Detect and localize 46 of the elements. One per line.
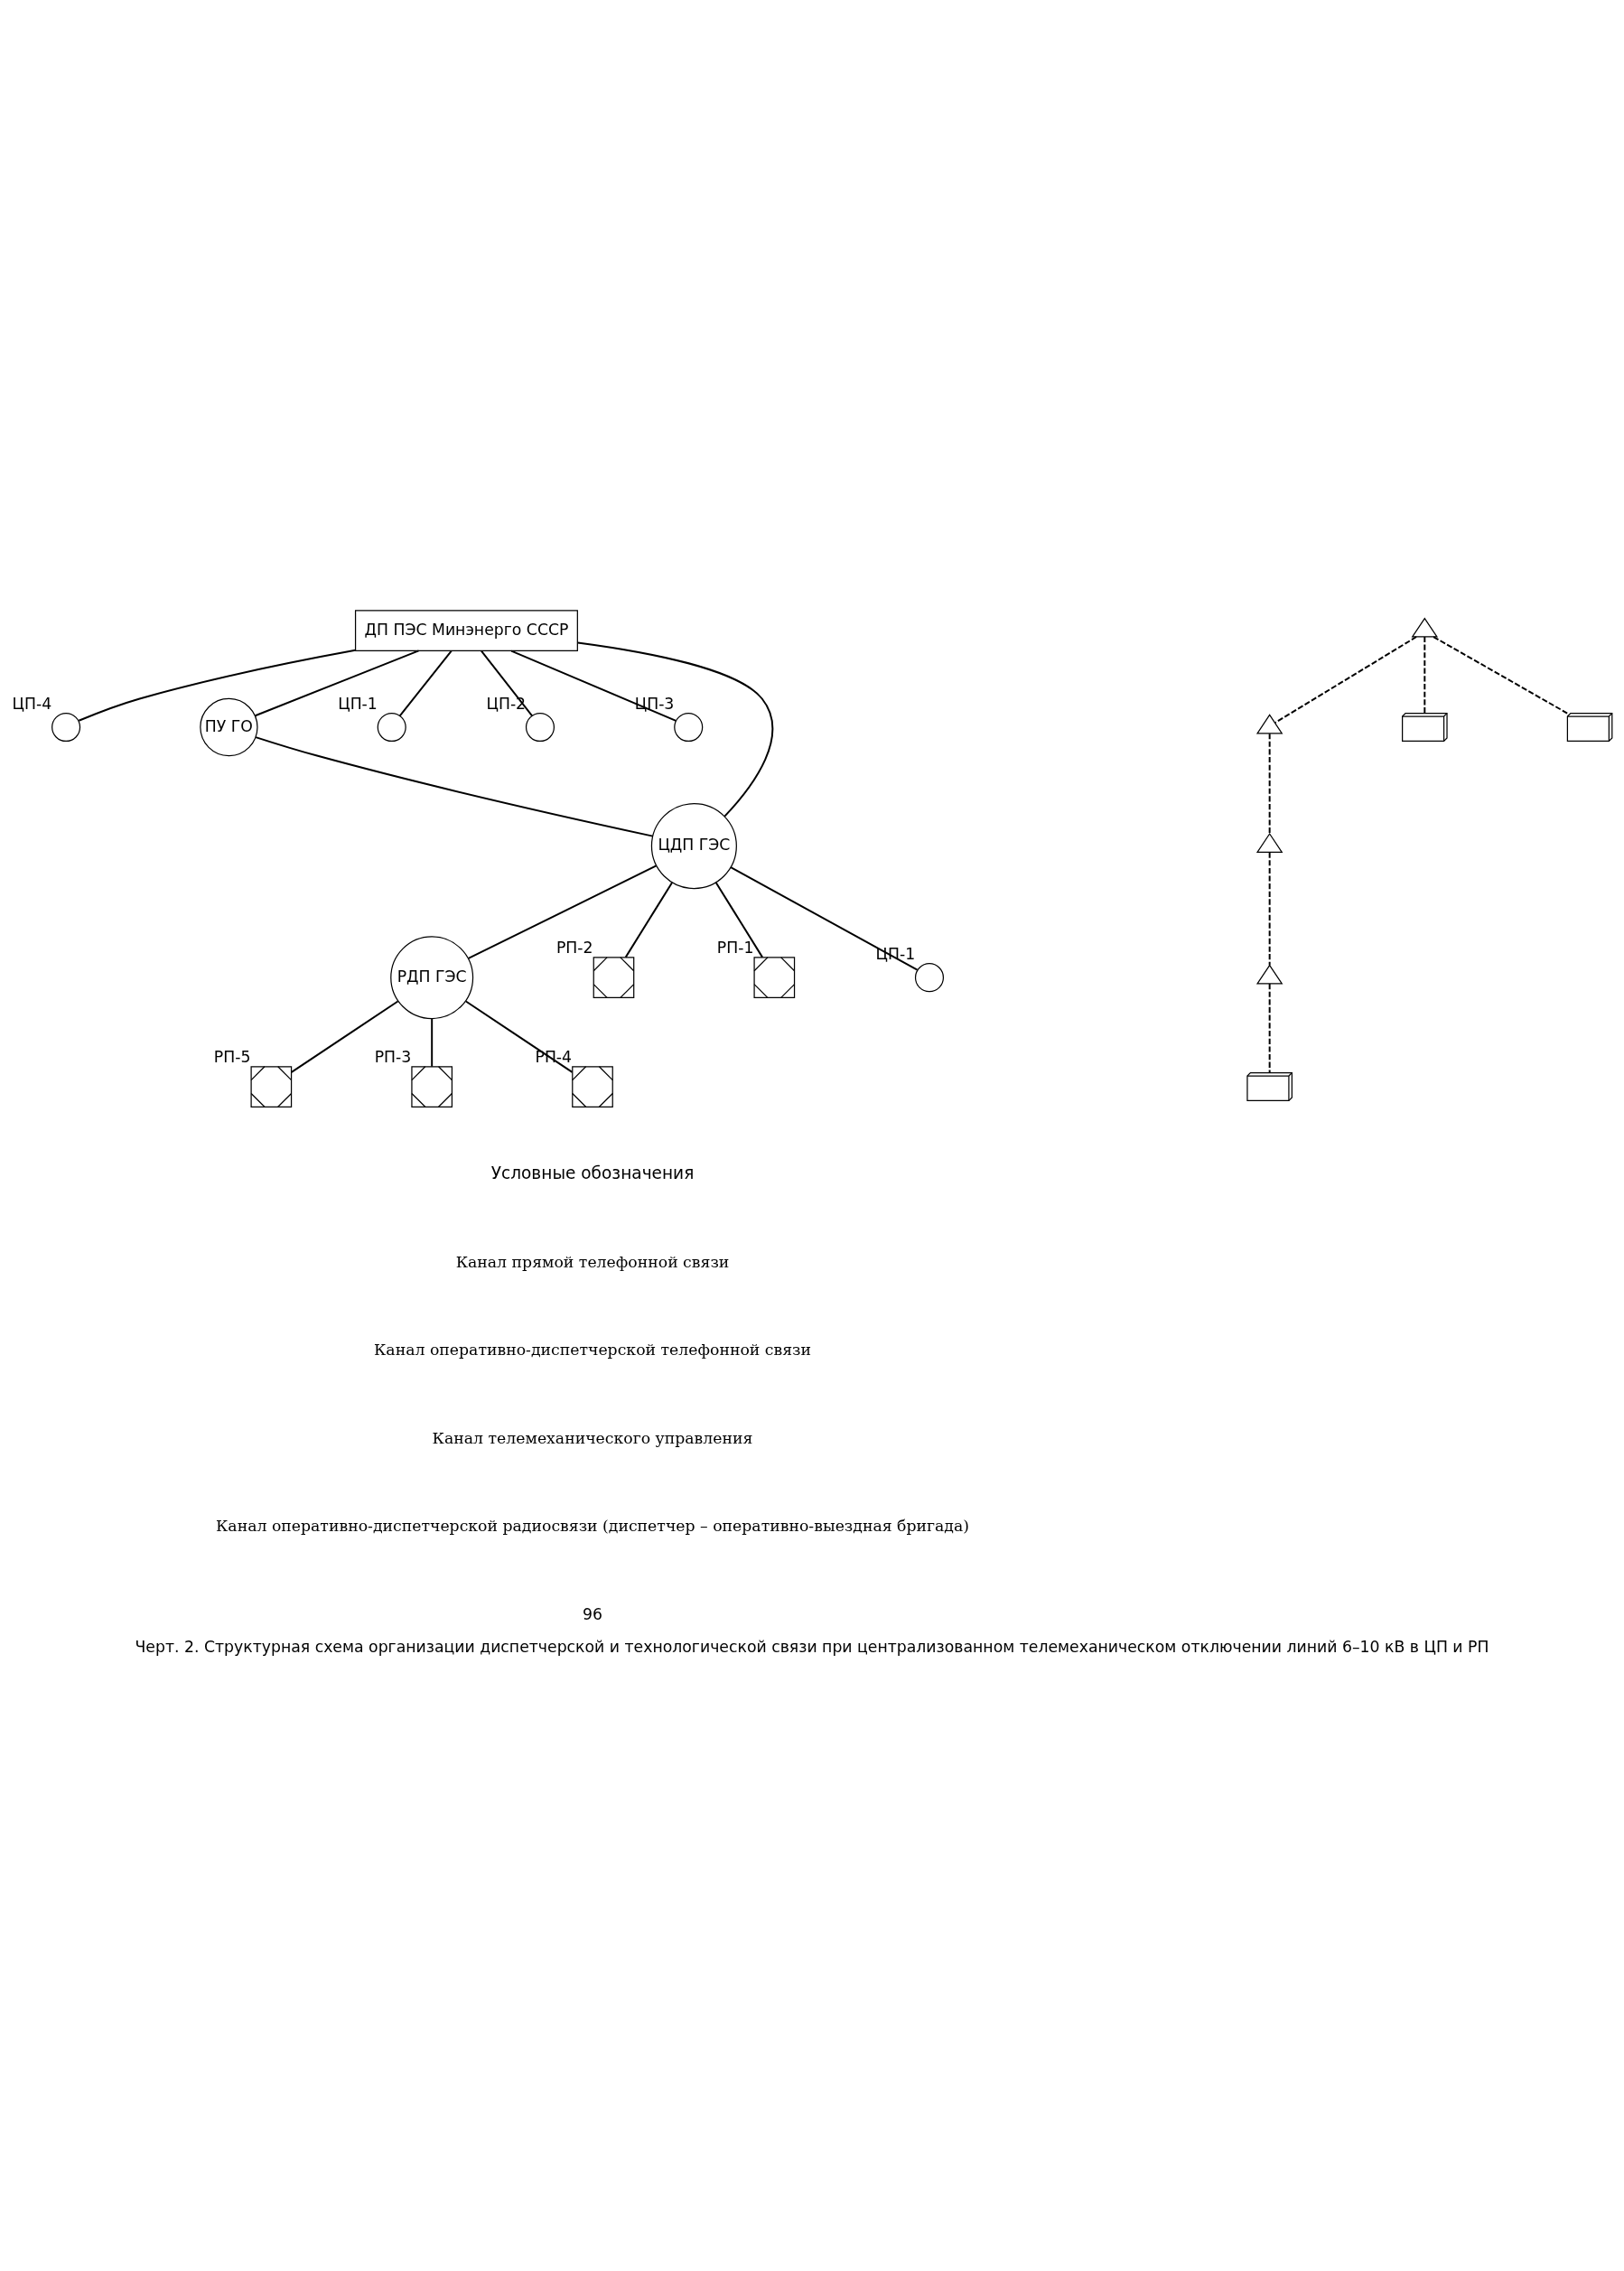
node-label: РП-5 (213, 1047, 251, 1066)
connector (290, 1000, 399, 1073)
node-antenna (1411, 616, 1439, 638)
connector (1433, 635, 1569, 715)
node-circle: РДП ГЭС (390, 935, 474, 1019)
node-label: РП-3 (374, 1047, 412, 1066)
label: 96 (583, 1604, 603, 1623)
connector (624, 881, 674, 958)
node-circle: ПУ ГО (200, 697, 258, 756)
node-label: ЦП-1 (338, 694, 378, 713)
connector (78, 649, 357, 722)
connector (398, 650, 453, 716)
node-label: ЦП-4 (12, 694, 52, 713)
connector (1268, 732, 1271, 835)
node-circle (525, 712, 555, 742)
node-antenna (1255, 832, 1283, 853)
node-antenna (1255, 713, 1283, 734)
legend-label: Канал телемеханического управления (432, 1428, 753, 1447)
legend-label: Канал оперативно-диспетчерской радиосвязи (диспетчер – оперативно-выездная бригада) (215, 1516, 970, 1535)
node-box: ДП ПЭС Минэнерго СССР (354, 609, 578, 651)
connector (1268, 851, 1271, 966)
connector (1268, 982, 1271, 1073)
node-circle (914, 962, 945, 992)
connector (255, 735, 654, 837)
label: Условные обозначения (490, 1163, 695, 1182)
node-label: РП-2 (555, 938, 593, 957)
legend-label: Канал оперативно-диспетчерской телефонной связи (374, 1340, 812, 1359)
connector (467, 864, 658, 959)
connector (576, 640, 774, 818)
node-circle (377, 712, 406, 742)
node-circle (51, 712, 81, 742)
connector (1274, 635, 1418, 724)
connector (254, 649, 420, 716)
node-label: РП-1 (716, 938, 754, 957)
node-circle (674, 712, 704, 742)
connector (510, 650, 677, 722)
node-circle: ЦДП ГЭС (650, 802, 737, 889)
connector (1423, 635, 1426, 715)
caption: Черт. 2. Структурная схема организации диспетчерской и технологической связи при централизованном телемеханическом отключении линий 6–10 кВ в ЦП и РП (135, 1637, 1489, 1656)
connector (464, 1000, 574, 1073)
connector (431, 1017, 434, 1068)
node-antenna (1255, 963, 1283, 985)
legend-label: Канал прямой телефонной связи (455, 1252, 730, 1271)
connector (714, 881, 764, 958)
connector (730, 865, 919, 970)
node-label: ЦП-3 (634, 694, 675, 713)
